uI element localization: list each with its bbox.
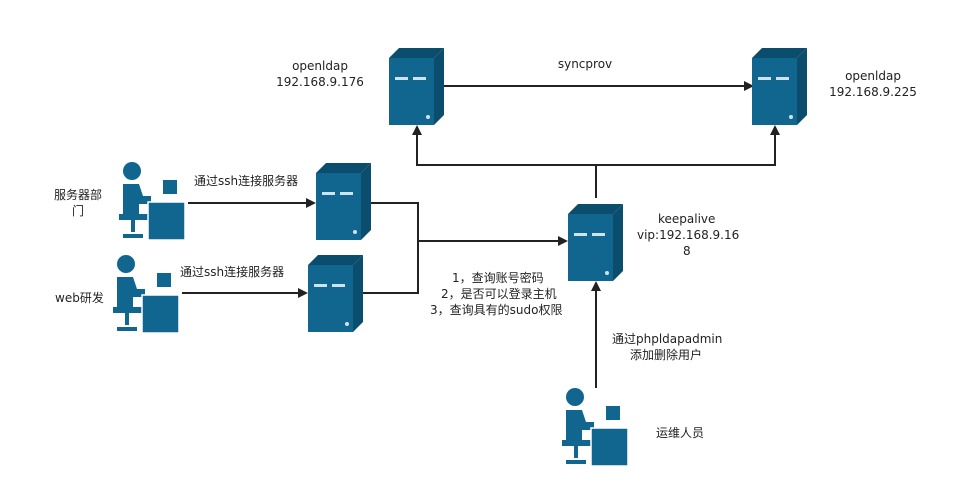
ldap-right-ip: 192.168.9.225 bbox=[829, 85, 917, 99]
ldap-left-ip: 192.168.9.176 bbox=[276, 75, 364, 89]
keepalive-vip-tail: 8 bbox=[683, 244, 691, 258]
server1-to-keepalive bbox=[370, 202, 568, 246]
keepalive-name: keepalive bbox=[658, 212, 716, 226]
server2-join bbox=[362, 241, 419, 294]
step-2: 2，是否可以登录主机 bbox=[441, 287, 557, 301]
syncprov-label: syncprov bbox=[557, 57, 613, 71]
connectors bbox=[182, 81, 780, 388]
keepalive-to-ldap-left bbox=[412, 125, 597, 198]
server-ssh-1 bbox=[316, 163, 371, 240]
person-dept1 bbox=[119, 162, 186, 241]
person-dept2 bbox=[113, 255, 180, 334]
person-ops bbox=[562, 388, 629, 467]
dept1-name-line2: 门 bbox=[72, 204, 85, 218]
server-ssh-2 bbox=[308, 255, 363, 332]
keepalive-vip: vip:192.168.9.16 bbox=[637, 228, 740, 242]
step-1: 1，查询账号密码 bbox=[452, 271, 544, 285]
ldap-left-name: openldap bbox=[292, 59, 348, 73]
dept1-name-line1: 服务器部 bbox=[54, 188, 103, 202]
keepalive-to-ldap-right bbox=[596, 125, 780, 166]
server-ldap-right bbox=[752, 48, 807, 125]
server-keepalive bbox=[568, 204, 623, 281]
ldap-right-name: openldap bbox=[845, 69, 901, 83]
admin-label-line2: 添加删除用户 bbox=[630, 348, 703, 362]
server-ldap-left bbox=[389, 48, 444, 125]
ssh-label-2: 通过ssh连接服务器 bbox=[180, 265, 285, 279]
dept2-name: web研发 bbox=[55, 291, 104, 305]
admin-label-line1: 通过phpldapadmin bbox=[612, 332, 723, 346]
ops-name: 运维人员 bbox=[656, 426, 705, 440]
step-3: 3，查询具有的sudo权限 bbox=[430, 303, 563, 317]
ssh-label-1: 通过ssh连接服务器 bbox=[194, 174, 299, 188]
